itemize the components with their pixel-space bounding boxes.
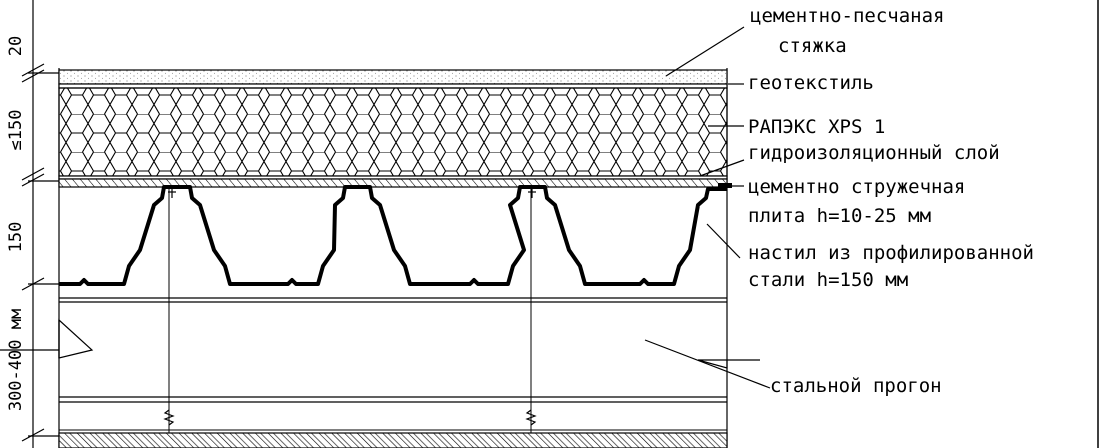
- label-waterproofing: гидроизоляционный слой: [748, 142, 1000, 164]
- xps-insulation-layer: [58, 87, 728, 177]
- leader-lines: [644, 26, 771, 389]
- deck-edge: [718, 183, 732, 188]
- dimension-chain: [21, 0, 59, 448]
- cement-board-layer: [58, 178, 728, 188]
- label-board-1: цементно стружечная: [748, 176, 965, 198]
- fastener-marks: [168, 188, 536, 198]
- label-screed-2: стяжка: [778, 35, 847, 57]
- fastener-lines: [168, 187, 532, 448]
- label-geotextile: геотекстиль: [748, 72, 874, 94]
- dim-screed: 20: [6, 36, 26, 56]
- spring-marks: [163, 409, 537, 426]
- label-deck-1: настил из профилированной: [748, 242, 1034, 264]
- steel-purlin: [59, 297, 727, 403]
- profiled-steel-deck: [59, 185, 727, 286]
- label-xps: РАПЭКС XPS 1: [748, 116, 885, 138]
- dim-insulation: ≤150: [6, 110, 26, 151]
- label-board-2: плита h=10-25 мм: [748, 205, 931, 227]
- dim-deck: 150: [6, 222, 26, 253]
- label-deck-2: стали h=150 мм: [748, 269, 908, 291]
- label-screed-1: цементно-песчаная: [750, 5, 944, 27]
- base-slab: [58, 432, 728, 448]
- label-purlin: стальной прогон: [770, 375, 942, 397]
- dim-purlin: 300-400 мм: [6, 309, 26, 411]
- break-lines: [0, 318, 760, 369]
- screed-layer: [58, 69, 728, 85]
